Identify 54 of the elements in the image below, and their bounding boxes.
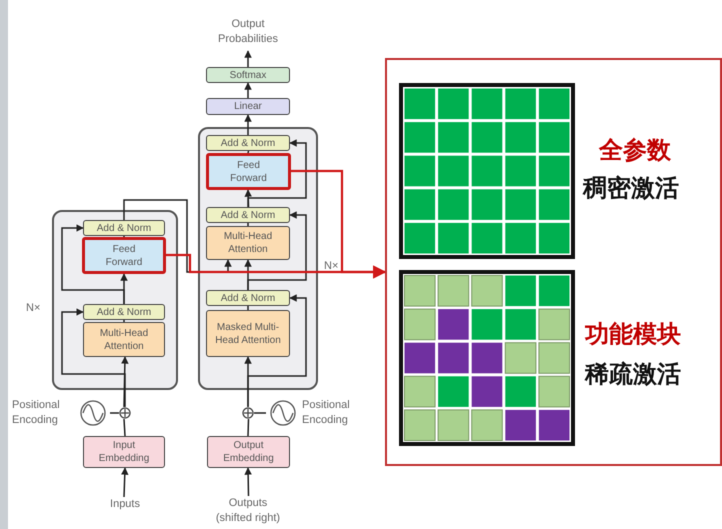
connector-arrow (244, 50, 252, 67)
encoding-label: Positional Encoding (302, 398, 351, 428)
box-label: Add & Norm (220, 292, 276, 304)
encoding-label: Positional Encoding (12, 398, 61, 428)
connector-arrow (244, 467, 252, 496)
panel-heading: 功能模块 (585, 319, 681, 350)
connector-arrow (61, 308, 126, 407)
panel-heading: 全参数 (599, 135, 671, 166)
activation-panel (385, 58, 722, 466)
softmax-box (206, 67, 290, 83)
box-label: Input Embedding (98, 439, 150, 465)
box-label: Masked Multi-Head Attention (214, 320, 282, 346)
add-norm-box (206, 290, 290, 306)
add-norm-box (83, 220, 165, 236)
add-norm-box (206, 135, 290, 151)
connector-arrow (121, 467, 129, 498)
io-label: Output Probabilities (203, 17, 293, 47)
add-norm-box (206, 207, 290, 223)
connector-arrow (247, 139, 307, 207)
panel-subheading: 稠密激活 (583, 173, 679, 204)
io-label: Inputs (100, 497, 150, 512)
connector-arrow (61, 224, 125, 304)
panel-subheading: 稀疏激活 (585, 359, 681, 390)
connector-arrow (121, 356, 129, 408)
box-label: Multi-Head Attention (98, 326, 150, 352)
box-label: Softmax (230, 68, 266, 82)
attention-box (83, 322, 165, 357)
connector-arrow (247, 294, 307, 407)
adder-symbol (119, 407, 131, 419)
box-label: Feed Forward (229, 158, 268, 184)
highlight-arrow (291, 170, 386, 279)
connector-arrow (247, 211, 307, 290)
linear-box (206, 98, 290, 115)
connector-arrow (244, 114, 252, 135)
box-label: Add & Norm (220, 208, 276, 222)
io-label: Outputs (shifted right) (210, 496, 286, 526)
embedding-box (207, 436, 290, 468)
attention-box (206, 310, 290, 357)
repeat-count-label: N× (324, 260, 338, 272)
feed-forward-box (82, 237, 166, 274)
repeat-count-label: N× (26, 302, 40, 314)
box-label: Add & Norm (96, 306, 152, 318)
box-label: Add & Norm (96, 222, 152, 234)
box-label: Multi-Head Attention (222, 230, 274, 256)
add-norm-box (83, 304, 165, 320)
embedding-box (83, 436, 165, 468)
connector-arrow (244, 82, 252, 98)
box-label: Output Embedding (222, 439, 275, 465)
adder-symbol (242, 407, 254, 419)
attention-box (206, 226, 290, 260)
box-label: Feed Forward (104, 242, 144, 268)
box-label: Linear (234, 100, 262, 113)
box-label: Add & Norm (220, 136, 276, 150)
feed-forward-box (206, 153, 291, 190)
